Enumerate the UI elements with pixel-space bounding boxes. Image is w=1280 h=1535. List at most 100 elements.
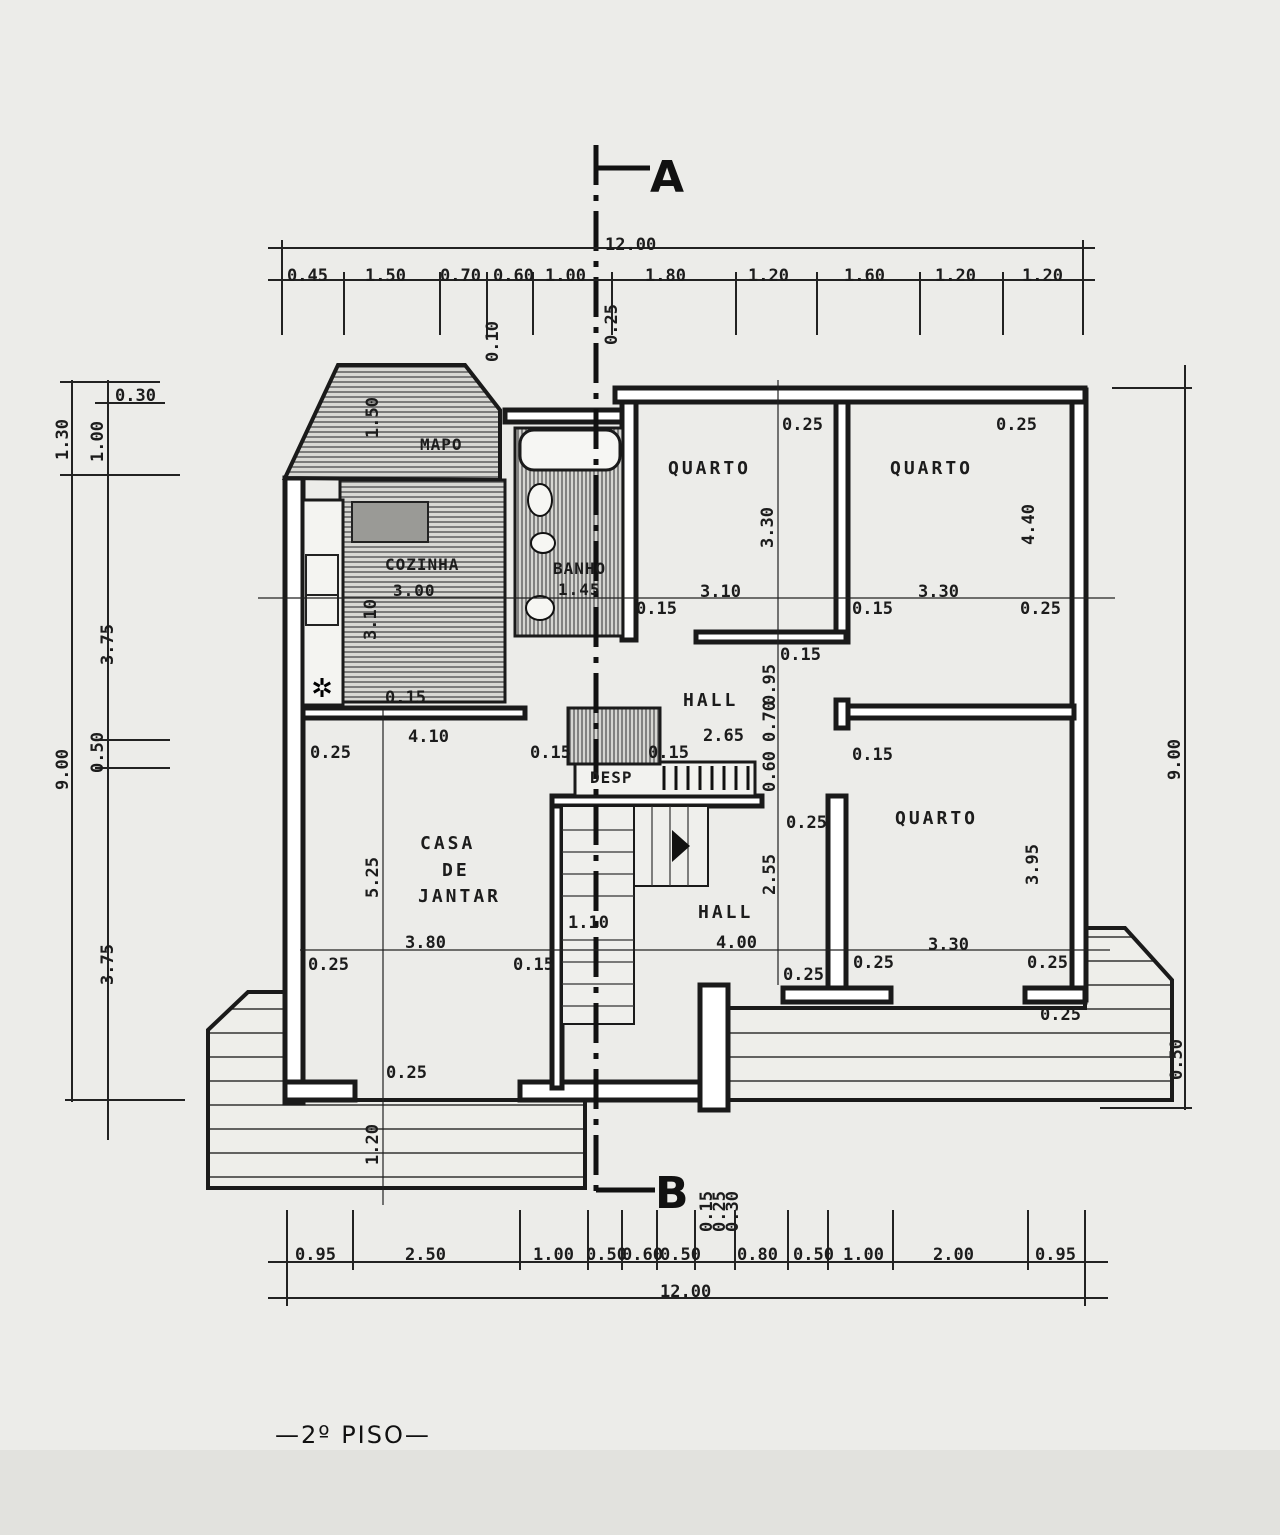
dim-wall: 0.25 xyxy=(853,953,894,973)
dim-casa-height: 5.25 xyxy=(363,857,383,898)
dim-wall: 0.25 xyxy=(308,955,349,975)
dim-wall: 0.25 xyxy=(782,415,823,435)
washbasin-icon xyxy=(525,595,555,621)
dim-wall: 0.15 xyxy=(513,955,554,975)
dim-wall: 0.15 xyxy=(852,599,893,619)
dim-quarto1-width: 3.10 xyxy=(700,582,741,602)
dim-hall: 0.70 xyxy=(760,701,780,742)
dim-wall: 0.25 xyxy=(310,743,351,763)
dim-desp: 0.15 xyxy=(648,743,689,763)
dim-left-seg: 3.75 xyxy=(98,944,118,985)
dim-wall: 0.25 xyxy=(786,813,827,833)
dim-top-vertical: 0.10 xyxy=(483,321,503,362)
dim-left-seg: 3.75 xyxy=(98,624,118,665)
dim-top-seg: 1.80 xyxy=(645,266,686,286)
dim-right-total: 9.00 xyxy=(1165,739,1185,780)
dim-hall: 0.60 xyxy=(760,751,780,792)
dim-quarto3-height: 3.95 xyxy=(1023,844,1043,885)
dim-left-total: 9.00 xyxy=(53,749,73,790)
section-marker-b: B xyxy=(655,1168,689,1219)
dimension-lines xyxy=(60,240,1192,1306)
wall-quarto1-bottom xyxy=(693,629,849,645)
dim-banho-width: 1.45 xyxy=(558,580,601,599)
dim-wall: 0.25 xyxy=(1027,953,1068,973)
dim-quarto3-width: 3.30 xyxy=(928,935,969,955)
dim-bottom-seg: 0.95 xyxy=(295,1245,336,1265)
left-terrace xyxy=(206,990,587,1190)
dim-cozinha-height: 3.10 xyxy=(361,599,381,640)
wall-casa-top xyxy=(300,705,528,721)
room-banho: BANHO xyxy=(553,559,606,578)
dim-casa-width: 3.80 xyxy=(405,933,446,953)
kitchen-counter xyxy=(301,498,345,707)
stair-arrow-icon xyxy=(672,830,690,862)
room-hall-lower: HALL xyxy=(698,902,753,923)
dim-top-seg: 0.70 xyxy=(440,266,481,286)
wall-quarto3-top xyxy=(845,703,1077,721)
dim-wall: 0.25 xyxy=(1020,599,1061,619)
page-title: —2º PISO— xyxy=(275,1421,431,1449)
dim-right-small: 0.50 xyxy=(1167,1039,1187,1080)
stair-upper xyxy=(566,706,662,766)
dim-left-seg: 0.50 xyxy=(88,732,108,773)
dim-top-seg: 1.50 xyxy=(365,266,406,286)
dim-top-seg: 1.20 xyxy=(935,266,976,286)
dim-bottom-small: 0.25 xyxy=(710,1191,730,1232)
room-hall-upper: HALL xyxy=(683,690,738,711)
wall-stair-left xyxy=(549,795,565,1091)
wall-quarto3-bottom-right xyxy=(1022,985,1088,1005)
dim-cozinha-small: 0.15 xyxy=(385,688,426,708)
dim-top-seg: 1.20 xyxy=(1022,266,1063,286)
dim-bottom-seg: 2.50 xyxy=(405,1245,446,1265)
appliance-icon xyxy=(351,501,429,543)
dim-left-seg: 1.00 xyxy=(88,421,108,462)
dim-quarto2-height: 4.40 xyxy=(1019,504,1039,545)
dim-hall-width: 2.65 xyxy=(703,726,744,746)
dim-wall: 0.15 xyxy=(636,599,677,619)
dim-wall: 0.15 xyxy=(780,645,821,665)
wall-bottom-middle xyxy=(517,1079,703,1103)
dim-casa-top: 4.10 xyxy=(408,727,449,747)
dim-hall-height: 0.95 xyxy=(760,664,780,705)
desp-rail xyxy=(662,766,750,790)
dim-cozinha-width: 3.00 xyxy=(393,581,436,600)
dim-wall: 0.25 xyxy=(783,965,824,985)
dim-top-seg: 1.20 xyxy=(748,266,789,286)
bidet-icon xyxy=(530,532,556,554)
fan-icon: ✲ xyxy=(311,674,333,703)
dim-bottom-seg: 0.50 xyxy=(660,1245,701,1265)
dim-mapo-height: 1.50 xyxy=(363,397,383,438)
wall-hall-lower xyxy=(697,982,731,1113)
dim-top-seg: 0.45 xyxy=(287,266,328,286)
sink-icon xyxy=(305,594,339,626)
room-desp: DESP xyxy=(590,768,633,787)
dim-hall2-height: 2.55 xyxy=(760,854,780,895)
dim-bottom-small: 0.15 xyxy=(697,1191,717,1232)
wall-bath-top xyxy=(502,407,633,425)
room-jantar: JANTAR xyxy=(418,886,501,907)
dim-wall: 0.25 xyxy=(386,1063,427,1083)
dim-wall: 0.15 xyxy=(852,745,893,765)
toilet-icon xyxy=(527,483,553,517)
dim-top-seg: 1.00 xyxy=(545,266,586,286)
dim-bottom-seg: 1.00 xyxy=(533,1245,574,1265)
dim-bottom-total: 12.00 xyxy=(660,1282,711,1302)
wall-quarto-divider xyxy=(833,399,851,645)
dim-desp: 0.15 xyxy=(530,743,571,763)
wall-quarto3-left-upper xyxy=(833,697,851,731)
dim-quarto1-height: 3.30 xyxy=(758,507,778,548)
wall-right xyxy=(1069,387,1089,1003)
bathtub-icon xyxy=(518,428,622,472)
dimension-labels: 12.00 0.45 1.50 0.70 0.60 1.00 1.80 1.20… xyxy=(53,235,1187,1302)
dim-left-seg: 0.30 xyxy=(115,386,156,406)
room-casa: CASA xyxy=(420,833,475,854)
room-labels: QUARTO QUARTO QUARTO HALL HALL CASA DE J… xyxy=(385,435,975,923)
room-quarto-2: QUARTO xyxy=(890,458,973,479)
wall-bottom-left xyxy=(282,1079,358,1103)
room-cozinha: COZINHA xyxy=(385,555,459,574)
wall-quarto3-bottom xyxy=(780,985,894,1005)
dim-top-vertical: 0.25 xyxy=(602,304,622,345)
dim-bottom-seg: 0.60 xyxy=(622,1245,663,1265)
dim-bottom-seg: 0.80 xyxy=(737,1245,778,1265)
